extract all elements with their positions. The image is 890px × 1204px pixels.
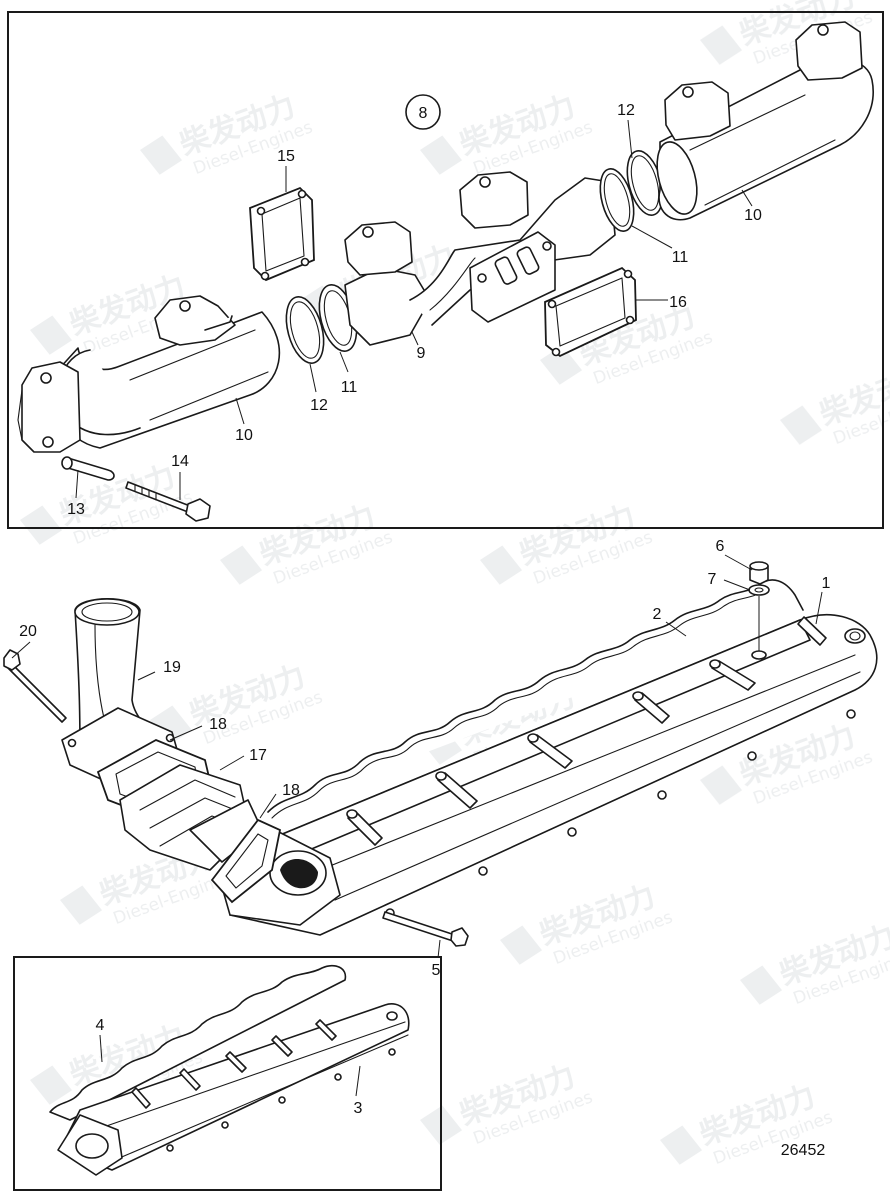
callout-2: 2 (653, 606, 662, 623)
sealing-ring-11-right (599, 168, 635, 232)
callout-10-left: 10 (235, 427, 253, 444)
inset-exhaust-manifold-3 (57, 1003, 410, 1176)
watermark-tile: 柴发动力 Diesel-Engines (480, 499, 656, 589)
exhaust-pipe-left (17, 295, 281, 453)
callout-20: 20 (19, 623, 37, 640)
plug-6 (749, 561, 769, 585)
watermark-tile: 柴发动力 Diesel-Engines (420, 1059, 596, 1149)
manifold-studs (385, 709, 856, 918)
callout-5: 5 (432, 962, 441, 979)
bolt-20 (3, 649, 67, 723)
exhaust-manifold-1 (219, 613, 878, 936)
bolt-5 (382, 911, 469, 947)
manifold-braces (346, 616, 827, 846)
watermark-tile: 柴发动力 Diesel-Engines (140, 89, 316, 179)
group-marker-8: 8 (405, 94, 441, 130)
callout-7: 7 (708, 571, 717, 588)
watermark-tile: 柴发动力 Diesel-Engines (740, 919, 890, 1009)
callout-19: 19 (163, 659, 181, 676)
watermark-tile: 柴发动力 Diesel-Engines (660, 1079, 836, 1169)
plug-port (751, 650, 767, 660)
callout-10-right: 10 (744, 207, 762, 224)
callout-4: 4 (96, 1017, 105, 1034)
callout-12-left: 12 (310, 397, 328, 414)
callout-12-right: 12 (617, 102, 635, 119)
callout-1: 1 (822, 575, 831, 592)
callout-6: 6 (716, 538, 725, 555)
gasket-15 (249, 186, 315, 282)
inset-alternate-manifold-frame (13, 956, 442, 1191)
exhaust-pipe-group-frame (7, 11, 884, 529)
callout-3: 3 (354, 1100, 363, 1117)
callout-9: 9 (417, 345, 426, 362)
callout-16: 16 (669, 294, 687, 311)
callout-15: 15 (277, 148, 295, 165)
callout-18-upper: 18 (209, 716, 227, 733)
callout-17: 17 (249, 747, 267, 764)
drawing-number: 26452 (781, 1142, 826, 1159)
compensator-17 (119, 764, 263, 871)
watermark-tile: 柴发动力 Diesel-Engines (220, 499, 396, 589)
callout-14: 14 (171, 453, 189, 470)
bolt-14 (125, 481, 211, 522)
callout-13: 13 (67, 501, 85, 518)
watermark-tile: 柴发动力 Diesel-Engines (500, 879, 676, 969)
sealing-ring-12-left (285, 296, 325, 364)
callout-11-left: 11 (341, 379, 358, 396)
spacer-sleeve-13 (61, 456, 115, 481)
group-marker-label: 8 (419, 105, 428, 122)
exhaust-pipe-right (656, 21, 874, 221)
gasket-16 (544, 266, 637, 358)
inset-gasket-4 (49, 964, 347, 1121)
manifold-gasket-2 (267, 579, 804, 819)
leader-lines (11, 119, 823, 1097)
callout-18-lower: 18 (282, 782, 300, 799)
exhaust-pipe-center (344, 171, 616, 346)
callout-11-right: 11 (672, 249, 689, 266)
watermark-tile: 柴发动力 Diesel-Engines (780, 359, 890, 449)
gasket-18-lower (210, 818, 282, 904)
washer-7 (748, 584, 770, 596)
